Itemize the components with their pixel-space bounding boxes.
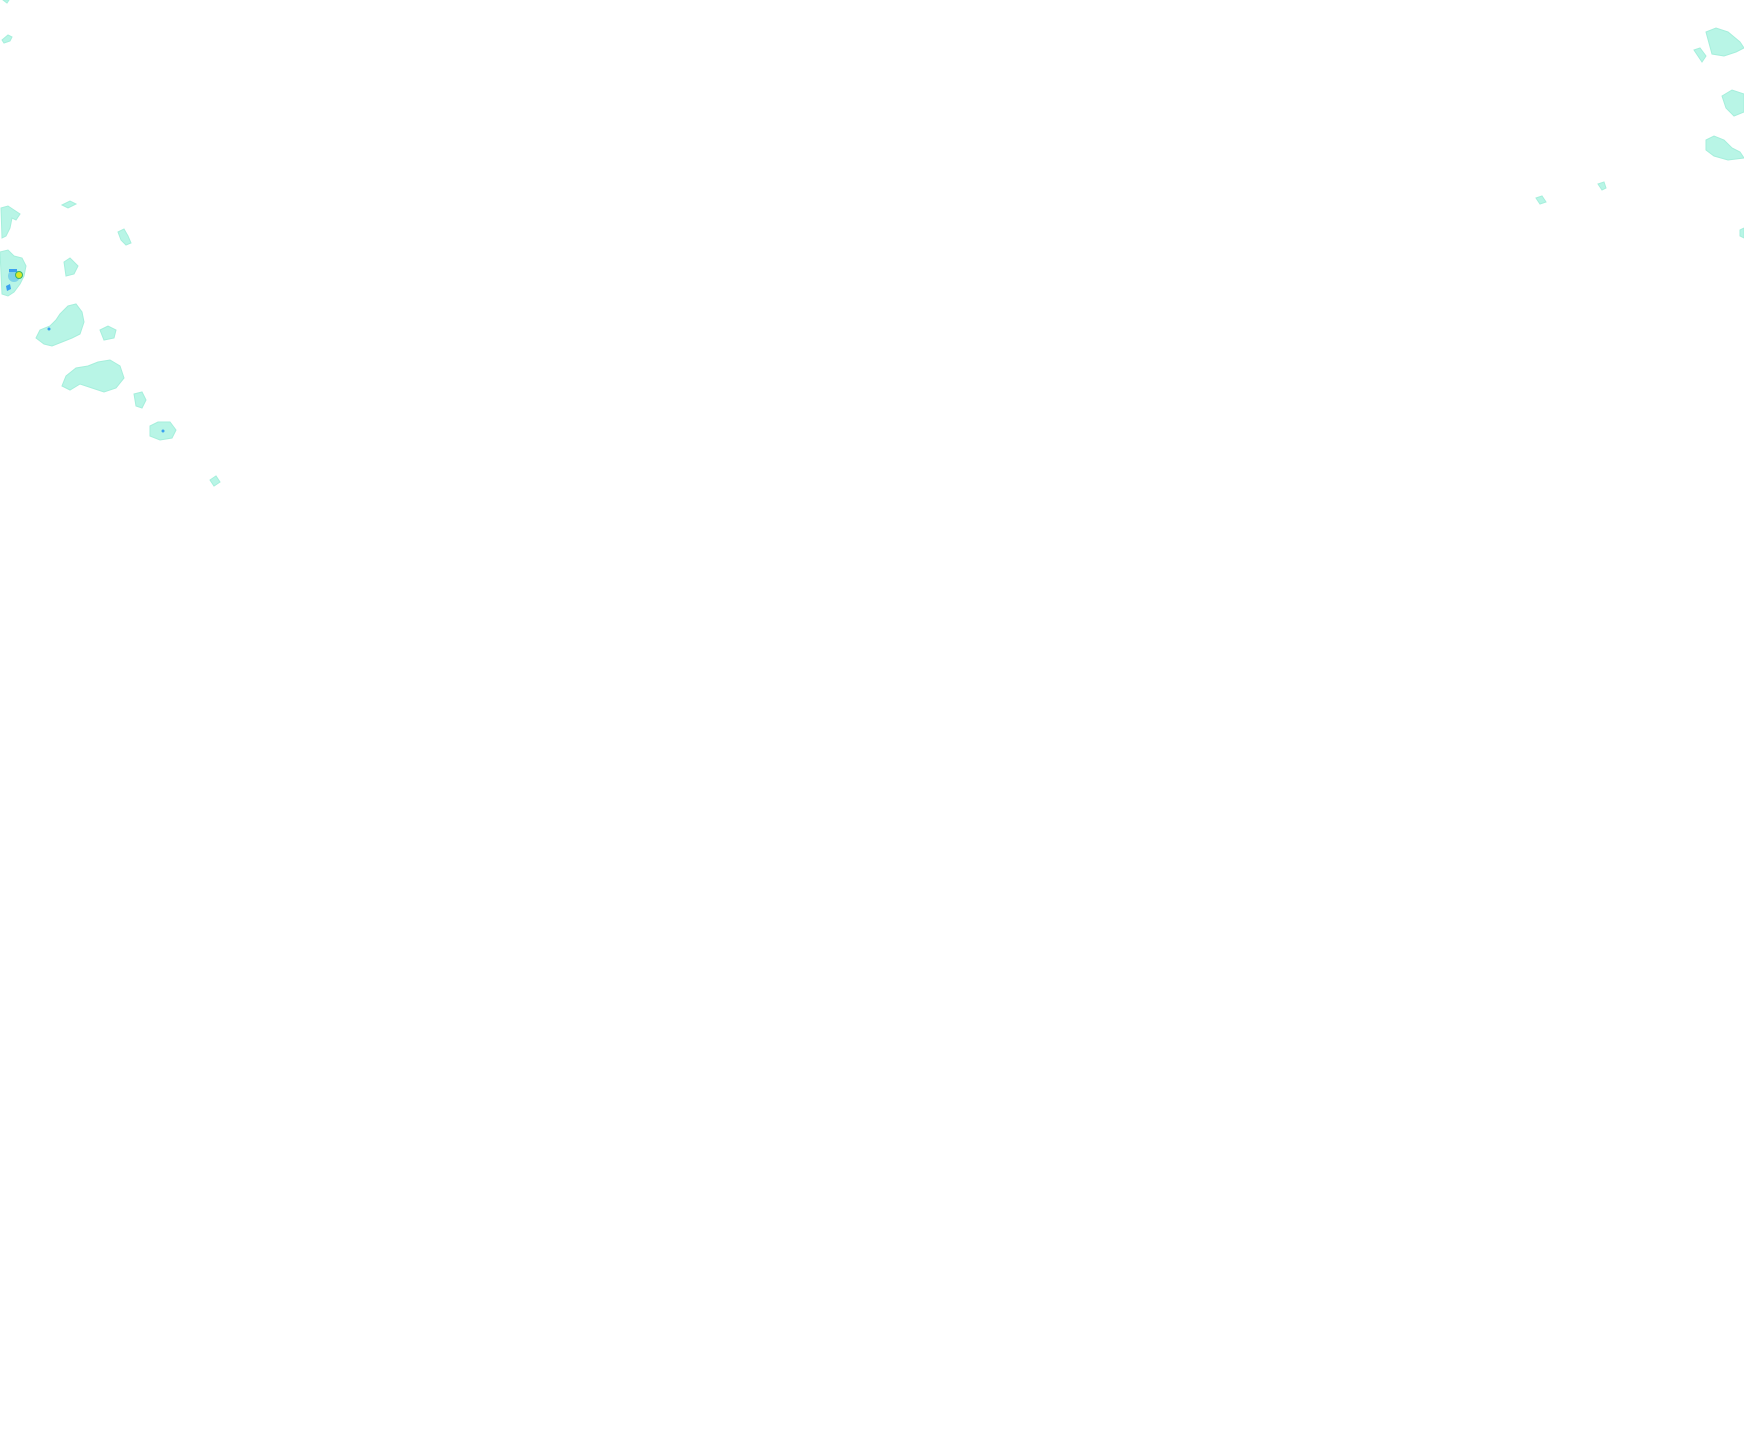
precip-echo: [61, 359, 125, 393]
precip-echo: [63, 257, 79, 277]
precip-echo: [117, 228, 132, 246]
heavy-echo: [9, 269, 17, 272]
precip-echo: [1597, 181, 1607, 191]
echo-group-east: [1535, 27, 1744, 239]
precip-echo: [60, 200, 78, 209]
precip-echo: [99, 325, 117, 341]
precip-echo: [35, 303, 85, 347]
echo-cell-strong: [6, 269, 165, 433]
moderate-echo: [47, 327, 51, 331]
precip-echo: [1705, 27, 1744, 57]
precip-echo: [0, 205, 21, 239]
precip-echo: [1, 34, 13, 44]
precip-echo: [1693, 47, 1707, 63]
peak-echo: [16, 272, 22, 278]
precip-echo: [2, 0, 10, 4]
precip-echo: [1535, 195, 1547, 205]
moderate-echo: [161, 429, 165, 433]
precip-echo: [1721, 89, 1744, 117]
precip-echo: [133, 391, 147, 409]
echo-group-west: [0, 0, 221, 487]
precip-echo: [1739, 227, 1744, 239]
precip-echo: [1705, 135, 1744, 161]
precip-echo: [209, 475, 221, 487]
heavy-echo: [6, 284, 11, 291]
